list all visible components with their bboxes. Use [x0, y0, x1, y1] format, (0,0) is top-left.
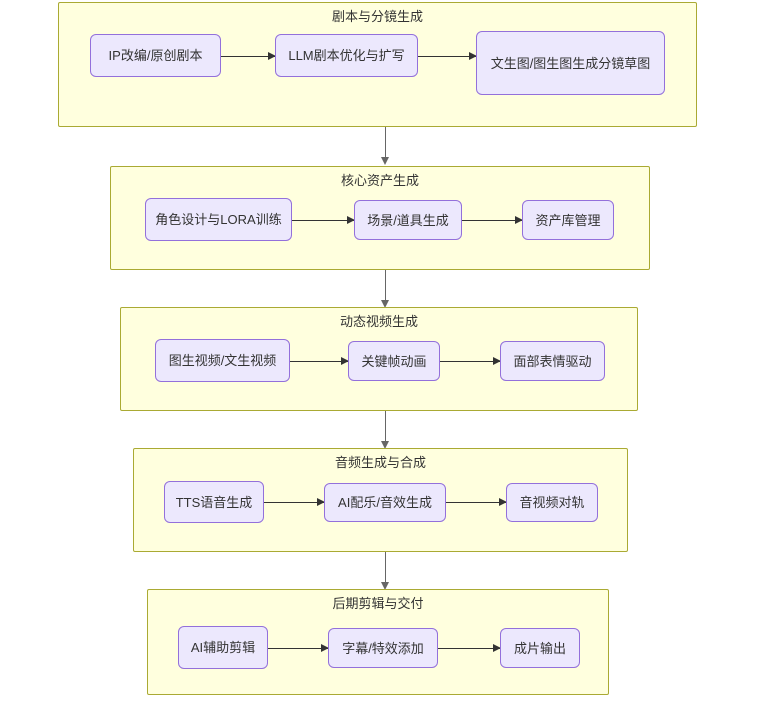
node-label: TTS语音生成	[175, 494, 253, 510]
edge-4-2-to-4-3	[446, 498, 507, 506]
stage-title-2: 核心资产生成	[340, 173, 419, 188]
node-asset-library-management[interactable]: 资产库管理	[522, 200, 614, 240]
edge-stage4-to-stage5	[381, 552, 389, 590]
stage-title-3: 动态视频生成	[339, 314, 418, 329]
node-label: IP改编/原创剧本	[108, 48, 203, 63]
edge-5-2-to-5-3	[438, 644, 501, 652]
edge-stage3-to-stage4	[381, 411, 389, 449]
node-label: 资产库管理	[535, 212, 601, 228]
edge-1-2-to-1-3	[418, 52, 477, 60]
node-subtitle-vfx-addition[interactable]: 字幕/特效添加	[328, 628, 438, 668]
edge-stage1-to-stage2	[381, 127, 389, 165]
node-final-output[interactable]: 成片输出	[500, 628, 580, 668]
node-label: 图生视频/文生视频	[168, 353, 277, 368]
node-scene-prop-generation[interactable]: 场景/道具生成	[354, 200, 462, 240]
edge-4-1-to-4-2	[264, 498, 325, 506]
edge-2-1-to-2-2	[292, 216, 355, 224]
node-label: AI配乐/音效生成	[338, 495, 432, 510]
node-llm-script-optimization[interactable]: LLM剧本优化与扩写	[275, 34, 418, 77]
stage-title-5: 后期剪辑与交付	[332, 596, 424, 611]
node-label: 成片输出	[513, 640, 566, 656]
node-image-to-video-text-to-video[interactable]: 图生视频/文生视频	[155, 339, 290, 382]
node-label: 关键帧动画	[361, 353, 427, 369]
node-character-design-lora[interactable]: 角色设计与LORA训练	[145, 198, 292, 241]
node-label: 文生图/图生图生成分镜草图	[490, 55, 651, 71]
edge-3-2-to-3-3	[440, 357, 501, 365]
node-ai-assisted-editing[interactable]: AI辅助剪辑	[178, 626, 268, 669]
node-facial-expression-driving[interactable]: 面部表情驱动	[500, 341, 605, 381]
node-label: LLM剧本优化与扩写	[288, 48, 405, 63]
node-audio-video-sync[interactable]: 音视频对轨	[506, 483, 598, 522]
node-ip-adaptation-original-script[interactable]: IP改编/原创剧本	[90, 34, 221, 77]
node-keyframe-animation[interactable]: 关键帧动画	[348, 341, 440, 381]
node-label: 面部表情驱动	[513, 353, 592, 369]
node-label: AI辅助剪辑	[190, 640, 256, 655]
edge-2-2-to-2-3	[462, 216, 523, 224]
stage-title-1: 剧本与分镜生成	[331, 9, 423, 24]
node-label: 字幕/特效添加	[342, 640, 424, 656]
node-tts-voice-generation[interactable]: TTS语音生成	[164, 481, 264, 523]
node-label: 音视频对轨	[519, 495, 585, 510]
edge-3-1-to-3-2	[290, 357, 349, 365]
node-text-to-image-storyboard[interactable]: 文生图/图生图生成分镜草图	[476, 31, 665, 95]
node-label: 角色设计与LORA训练	[155, 212, 282, 227]
stage-title-4: 音频生成与合成	[334, 455, 426, 470]
edge-1-1-to-1-2	[221, 52, 276, 60]
node-label: 场景/道具生成	[367, 212, 449, 228]
edge-stage2-to-stage3	[381, 270, 389, 308]
node-ai-music-sfx-generation[interactable]: AI配乐/音效生成	[324, 483, 446, 522]
edge-5-1-to-5-2	[268, 644, 329, 652]
